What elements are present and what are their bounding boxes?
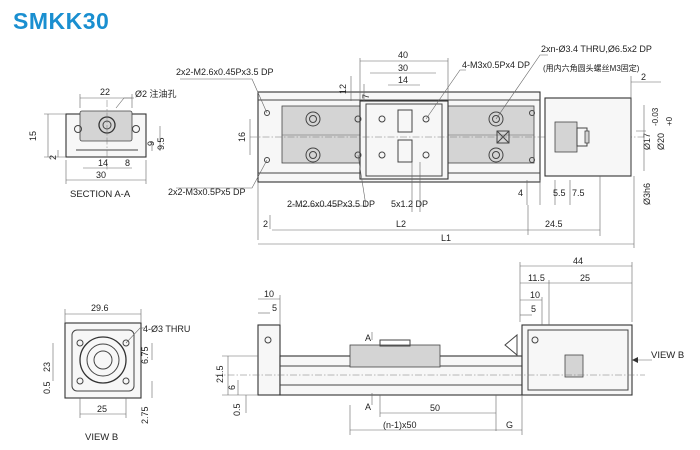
section-a-a-view: 22 Ø2 注油孔 15 2 14 8 30 9 9.5 SECTION A-A <box>28 87 177 200</box>
front-dim-6: 6 <box>227 385 237 390</box>
section-label: SECTION A-A <box>70 189 131 200</box>
top-view: 40 30 14 12 7 16 2x2-M2.6x0.45Px3.5 DP 2… <box>168 44 674 248</box>
view-b-dim-0-5: 0.5 <box>42 381 52 394</box>
top-dim-24-5: 24.5 <box>545 219 563 229</box>
section-slider <box>79 110 133 142</box>
callout-slider-tap: 4-M3x0.5Px4 DP <box>462 60 530 70</box>
front-dim-21-5: 21.5 <box>215 365 225 383</box>
top-dim-16: 16 <box>237 132 247 142</box>
slider-tapped-holes <box>354 115 430 159</box>
n-pitch-dim: (n-1)x50 <box>383 420 417 430</box>
section-dim-9: 9 <box>146 141 156 146</box>
top-dim-30: 30 <box>398 63 408 73</box>
callout-thru-note: (用内六角圆头螺丝M3固定) <box>543 63 640 73</box>
view-b-dim-2-75: 2.75 <box>140 406 150 424</box>
top-dim-2-left: 2 <box>263 219 268 229</box>
view-b-dim-6-75: 6.75 <box>140 346 150 364</box>
front-dim-10-right: 10 <box>530 290 540 300</box>
section-mark-bottom: A <box>365 402 371 412</box>
product-title: SMKK30 <box>13 8 110 34</box>
callout-m3-bottom: 2x2-M3x0.5Px5 DP <box>168 187 246 197</box>
view-b-end: 29.6 4-Ø3 THRU 23 0.5 6.75 25 2.75 VIEW … <box>42 303 190 443</box>
front-dim-25: 25 <box>580 273 590 283</box>
front-dim-44: 44 <box>573 256 583 266</box>
pitch-dim: 50 <box>430 403 440 413</box>
front-dim-0-5: 0.5 <box>232 403 242 416</box>
section-dim-2: 2 <box>48 155 58 160</box>
section-hole-left <box>74 125 82 133</box>
dim-G: G <box>506 420 513 430</box>
top-dim-5-5: 5.5 <box>553 188 566 198</box>
view-b-holes-label: 4-Ø3 THRU <box>143 324 190 334</box>
top-dim-12: 12 <box>338 84 348 94</box>
rail-counterbore-holes <box>305 111 504 163</box>
view-b-dim-29-6: 29.6 <box>91 303 109 313</box>
front-slider <box>349 344 441 368</box>
section-dim-22: 22 <box>100 87 110 97</box>
front-view-b-label: VIEW B <box>651 350 684 361</box>
section-dim-9-5: 9.5 <box>156 137 166 150</box>
view-b-dim-25: 25 <box>97 404 107 414</box>
motor-d17: Ø17 <box>642 133 652 150</box>
top-dim-7: 7 <box>361 94 371 99</box>
motor-d20-tol: +0 <box>665 116 674 126</box>
shaft-dim: Ø3h6 <box>642 183 652 205</box>
front-dim-10-left: 10 <box>264 289 274 299</box>
view-b-dim-23: 23 <box>42 362 52 372</box>
motor-coupling <box>554 121 578 153</box>
view-b-bore-outer <box>79 336 127 384</box>
callout-thru-holes: 2xn-Ø3.4 THRU,Ø6.5x2 DP <box>541 44 652 54</box>
callout-depth: 5x1.2 DP <box>391 199 428 209</box>
callout-m26-bottom: 2-M2.6x0.45Px3.5 DP <box>287 199 375 209</box>
dim-L2: L2 <box>396 219 406 229</box>
motor-d20: Ø20 <box>656 133 666 150</box>
top-dim-4: 4 <box>518 188 523 198</box>
view-b-plate <box>64 322 142 399</box>
view-b-mount-holes <box>76 339 130 385</box>
front-dim-5-right: 5 <box>531 304 536 314</box>
callout-m26-top: 2x2-M2.6x0.45Px3.5 DP <box>176 67 274 77</box>
top-dim-14: 14 <box>398 75 408 85</box>
section-dim-8: 8 <box>125 158 130 168</box>
top-dim-7-5: 7.5 <box>572 188 585 198</box>
front-dim-5-left: 5 <box>272 303 277 313</box>
top-dim-40: 40 <box>398 50 408 60</box>
section-mark-top: A <box>365 333 371 343</box>
dim-L1: L1 <box>441 233 451 243</box>
section-dim-14: 14 <box>98 158 108 168</box>
oil-hole-label: Ø2 注油孔 <box>135 88 177 99</box>
view-b-label: VIEW B <box>85 432 118 443</box>
motor-d17-tol: -0.03 <box>651 107 660 126</box>
front-end-plate-left <box>257 324 281 396</box>
front-view: A A VIEW B 44 11.5 25 10 5 10 5 21.5 6 0… <box>215 256 684 435</box>
section-hole-right <box>132 125 140 133</box>
section-dim-15: 15 <box>28 131 38 141</box>
section-dim-30: 30 <box>96 170 106 180</box>
top-dim-2-right: 2 <box>641 72 646 82</box>
front-dim-11-5: 11.5 <box>528 273 545 283</box>
